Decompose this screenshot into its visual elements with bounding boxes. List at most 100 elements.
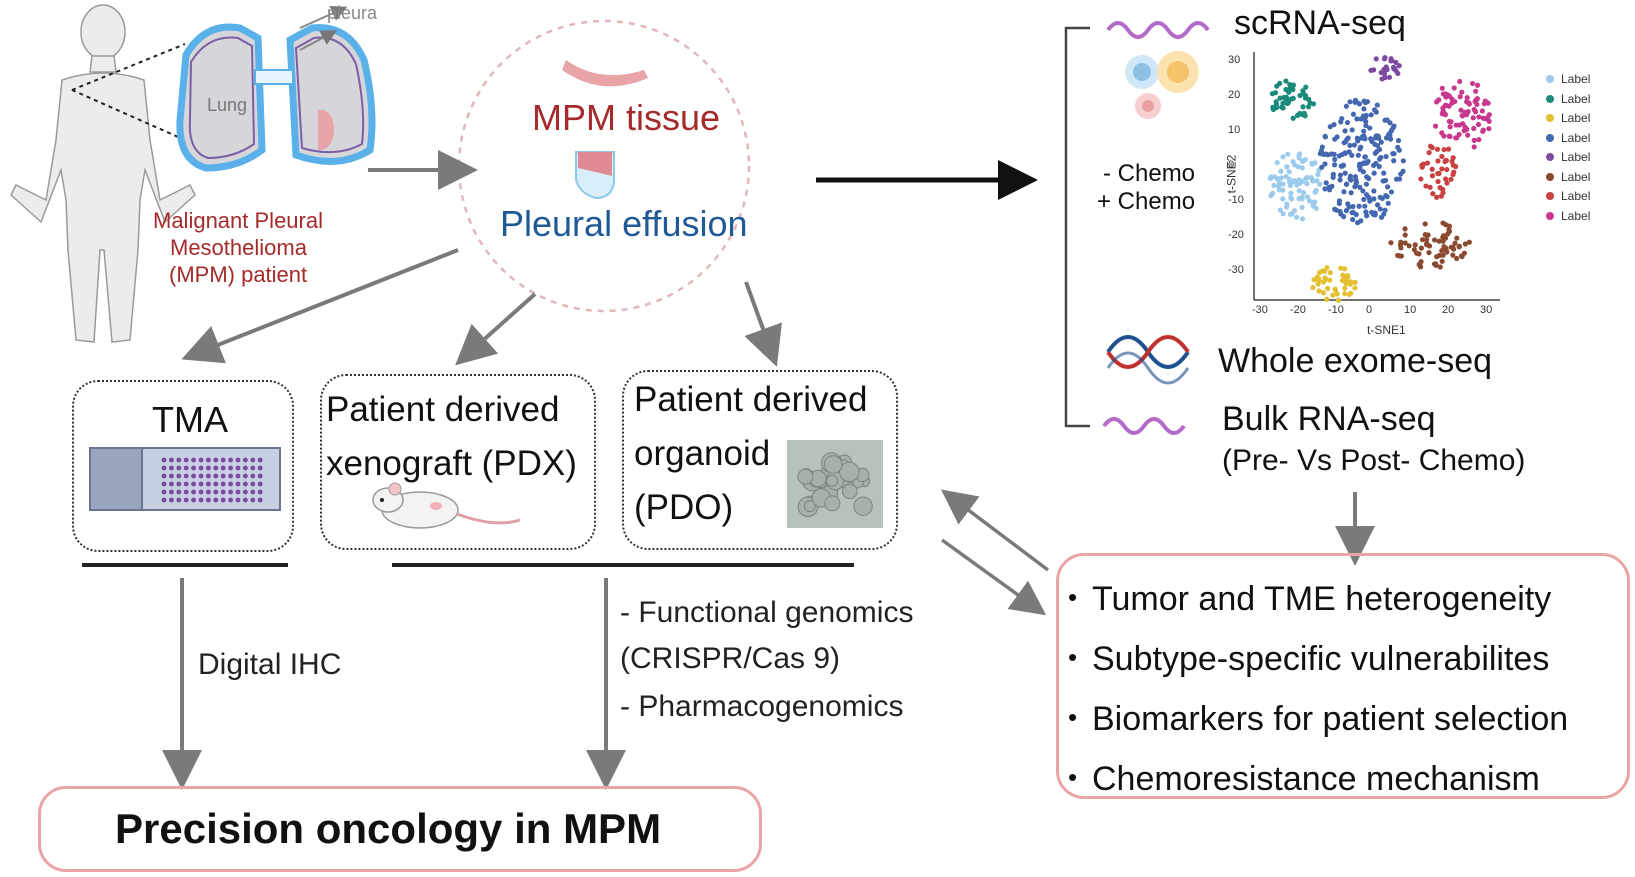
tsne-point (1327, 270, 1333, 276)
tsne-point (1323, 180, 1329, 186)
tsne-point (1481, 101, 1487, 107)
tsne-point (1448, 176, 1454, 182)
tsne-point (1383, 193, 1389, 199)
tsne-point (1471, 125, 1477, 132)
tsne-point (1434, 146, 1441, 152)
tsne-point (1364, 160, 1370, 166)
tsne-point (1314, 178, 1320, 184)
bulk-rna-seq-label: Bulk RNA-seq (1222, 400, 1436, 438)
tsne-point (1447, 133, 1453, 140)
pdo-title-line3: (PDO) (634, 488, 734, 527)
tsne-legend-item: Label (1546, 170, 1590, 184)
tsne-point (1293, 214, 1300, 220)
tsne-point (1342, 170, 1348, 176)
tsne-point (1389, 58, 1395, 64)
tsne-point (1304, 194, 1311, 200)
tsne-point (1486, 112, 1492, 118)
tsne-point (1465, 109, 1471, 115)
pleural-effusion-label: Pleural effusion (500, 203, 748, 244)
tsne-point (1476, 136, 1482, 143)
tsne-point (1402, 226, 1408, 232)
pre-post-chemo-label: (Pre- Vs Post- Chemo) (1222, 444, 1526, 477)
tsne-point (1362, 99, 1368, 106)
tsne-point (1289, 196, 1295, 202)
tsne-point (1280, 181, 1286, 187)
tsne-point (1383, 64, 1389, 70)
tsne-x-tick: 30 (1480, 304, 1493, 316)
single-cells-icon (1125, 51, 1199, 119)
tsne-point (1348, 290, 1354, 296)
tsne-point (1356, 203, 1362, 209)
tsne-point (1387, 133, 1393, 139)
tsne-point (1371, 67, 1377, 73)
tsne-point (1334, 291, 1340, 297)
tsne-point (1277, 80, 1283, 86)
legend-swatch (1546, 192, 1554, 200)
tsne-point (1283, 173, 1289, 180)
tsne-point (1273, 99, 1279, 105)
tsne-point (1280, 100, 1286, 106)
tsne-point (1330, 171, 1336, 177)
legend-label: Label (1561, 72, 1591, 86)
pdx-title-line1: Patient derived (326, 390, 560, 429)
tsne-x-tick: -10 (1328, 304, 1344, 316)
tsne-point (1339, 151, 1345, 158)
tsne-point (1460, 113, 1466, 119)
tsne-point (1299, 196, 1305, 202)
tsne-point (1443, 157, 1449, 164)
tsne-point (1470, 115, 1476, 121)
tsne-point (1371, 211, 1378, 217)
tsne-point (1454, 135, 1460, 141)
tsne-point (1344, 119, 1351, 126)
tsne-point (1302, 95, 1308, 101)
tsne-point (1357, 146, 1363, 152)
tsne-point (1385, 200, 1391, 206)
tsne-point (1364, 192, 1370, 198)
tsne-point (1452, 240, 1458, 246)
tsne-point (1457, 94, 1463, 100)
tsne-point (1296, 155, 1302, 161)
tsne-point (1340, 162, 1347, 168)
tsne-point (1332, 162, 1338, 168)
lung-label: Lung (207, 95, 248, 115)
tsne-point (1304, 174, 1310, 181)
tsne-point (1446, 228, 1453, 235)
rna-wave-icon (1106, 21, 1210, 39)
tsne-point (1278, 168, 1284, 174)
tsne-point (1459, 89, 1465, 95)
tsne-point (1317, 269, 1323, 276)
tsne-point (1440, 252, 1446, 258)
tsne-point (1352, 174, 1359, 180)
tsne-point (1322, 161, 1328, 167)
tsne-point (1351, 142, 1357, 148)
tsne-point (1376, 163, 1382, 170)
tsne-point (1362, 154, 1368, 160)
arrow-to-tma (181, 248, 459, 364)
functional-genomics-label: - Functional genomics (620, 596, 914, 629)
tsne-point (1286, 169, 1292, 175)
tsne-point (1300, 91, 1307, 97)
tsne-point (1280, 105, 1286, 111)
tsne-point (1373, 109, 1379, 115)
tsne-point (1453, 122, 1459, 128)
tsne-point (1338, 265, 1344, 271)
tsne-point (1342, 285, 1348, 291)
tsne-point (1451, 246, 1457, 252)
legend-swatch (1546, 75, 1554, 83)
findings-list: Tumor and TME heterogeneity Subtype-spec… (1068, 568, 1568, 808)
tsne-point (1462, 241, 1468, 247)
tsne-legend-item: Label (1546, 111, 1590, 125)
tsne-point (1352, 279, 1358, 285)
tsne-point (1447, 124, 1453, 130)
tsne-point (1424, 160, 1431, 166)
tsne-point (1378, 154, 1384, 161)
tsne-point (1320, 290, 1327, 296)
tsne-legend-item: Label (1546, 131, 1590, 145)
tsne-point (1347, 99, 1353, 105)
tsne-point (1412, 242, 1418, 248)
tsne-point (1416, 251, 1422, 257)
tsne-point (1377, 206, 1383, 212)
pdo-title-line1: Patient derived (634, 380, 868, 419)
tsne-point (1444, 249, 1450, 255)
